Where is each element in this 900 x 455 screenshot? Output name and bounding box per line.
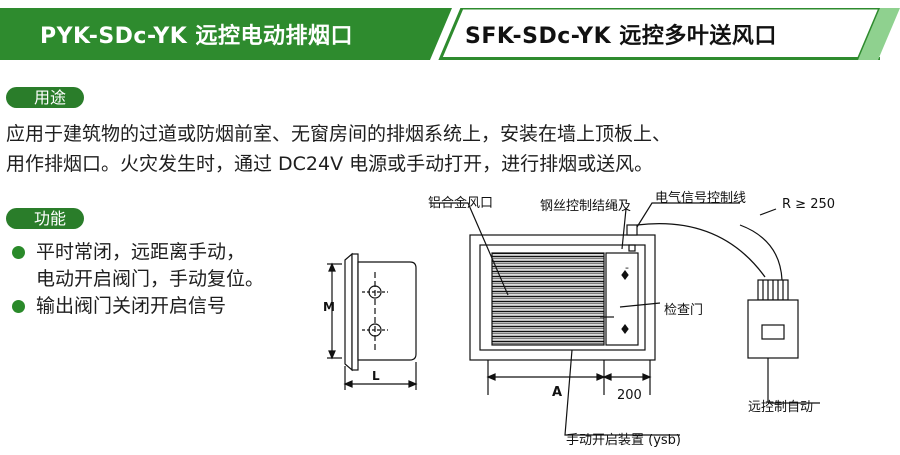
dim-l-label: L bbox=[372, 369, 380, 383]
dim-200-label: 200 bbox=[617, 388, 642, 403]
title-sfk: SFK-SDc-YK 远控多叶送风口 bbox=[465, 24, 777, 49]
label-radius: R ≥ 250 bbox=[782, 197, 836, 212]
bullet-dot-icon bbox=[12, 300, 25, 313]
banner-shapes bbox=[0, 8, 900, 60]
bullet-dot-icon bbox=[12, 246, 25, 259]
function-list: 平时常闭，远距离手动， 电动开启阀门，手动复位。 输出阀门关闭开启信号 bbox=[10, 239, 264, 320]
usage-label: 用途 bbox=[6, 87, 85, 108]
label-inspection-door: 检查门 bbox=[664, 303, 704, 318]
front-view-diagram: - bbox=[430, 202, 820, 436]
label-alloy-outlet: 铝合金风口 bbox=[428, 196, 494, 211]
label-steel-wire: 钢丝控制结绳及 bbox=[540, 199, 632, 214]
label-manual-device: 手动开启装置 (ysb) bbox=[566, 433, 681, 448]
function-label: 功能 bbox=[6, 208, 85, 229]
banner-accent bbox=[858, 8, 900, 60]
usage-line: 用作排烟口。火灾发生时，通过 DC24V 电源或手动打开，进行排烟或送风。 bbox=[6, 153, 654, 175]
function-item: 平时常闭，远距离手动， bbox=[10, 239, 264, 266]
function-item-text: 输出阀门关闭开启信号 bbox=[36, 295, 227, 317]
function-item-continuation: 电动开启阀门，手动复位。 bbox=[36, 268, 265, 290]
svg-text:-: - bbox=[625, 261, 629, 274]
usage-line: 应用于建筑物的过道或防烟前室、无窗房间的排烟系统上，安装在墙上顶板上、 bbox=[6, 123, 672, 145]
function-item-text: 平时常闭，远距离手动， bbox=[36, 241, 246, 263]
usage-text: 应用于建筑物的过道或防烟前室、无窗房间的排烟系统上，安装在墙上顶板上、 用作排烟… bbox=[6, 119, 806, 179]
dim-m-label: M bbox=[323, 300, 335, 314]
label-signal-line: 电气信号控制线 bbox=[655, 191, 747, 206]
banner-left-bg bbox=[0, 8, 452, 60]
header-banner bbox=[0, 8, 900, 60]
banner-right-frame bbox=[438, 8, 882, 60]
dim-a-label: A bbox=[552, 385, 563, 400]
side-view-diagram bbox=[327, 252, 418, 390]
function-item: 输出阀门关闭开启信号 bbox=[10, 293, 264, 320]
title-pyk: PYK-SDc-YK 远控电动排烟口 bbox=[40, 24, 354, 49]
label-remote-auto: 远控制自动 bbox=[748, 400, 814, 415]
